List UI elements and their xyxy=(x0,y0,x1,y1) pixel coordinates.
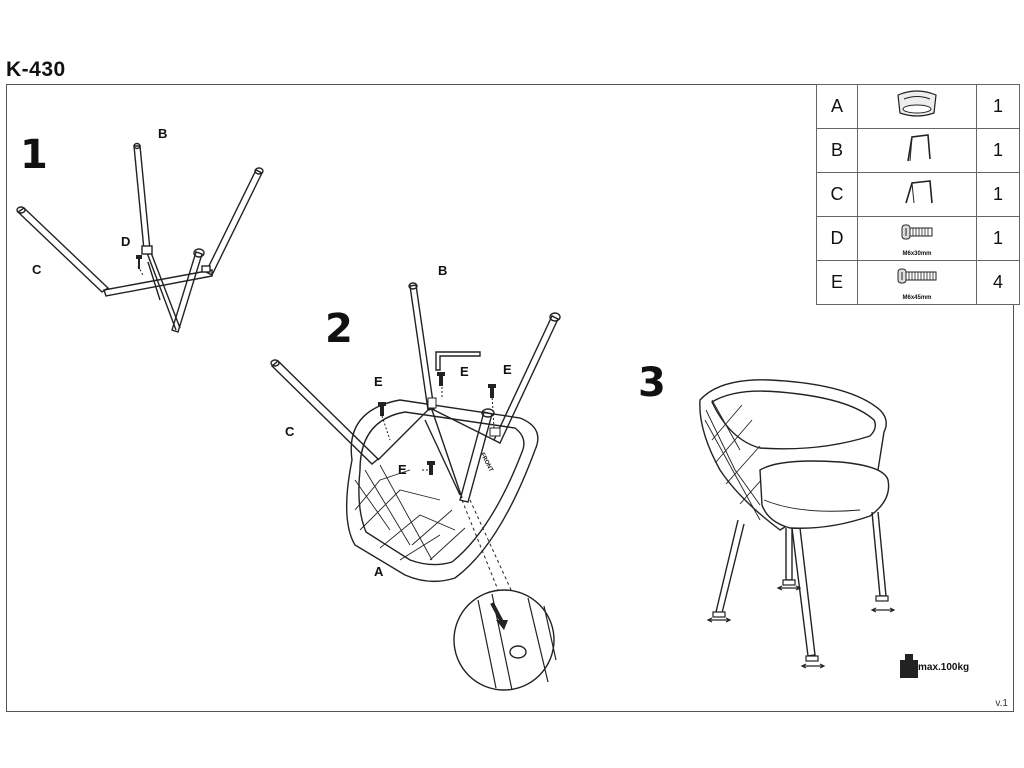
leg-frame-icon xyxy=(857,172,977,217)
label-a: A xyxy=(374,564,384,579)
label-e: E xyxy=(460,364,469,379)
part-letter: C xyxy=(816,172,858,217)
label-b: B xyxy=(438,263,448,278)
version-label: v.1 xyxy=(995,698,1008,709)
parts-row: D M6x30mm 1 xyxy=(816,216,1020,261)
part-quantity: 1 xyxy=(976,216,1020,261)
screw-e-icon xyxy=(378,372,496,475)
insert-arrow-icon xyxy=(490,602,508,630)
label-e: E xyxy=(398,462,407,477)
step-number-2: 2 xyxy=(325,306,353,352)
part-quantity: 1 xyxy=(976,172,1020,217)
parts-row: A 1 xyxy=(816,84,1020,129)
part-letter: D xyxy=(816,216,858,261)
part-letter: E xyxy=(816,260,858,305)
document-title: K-430 xyxy=(6,58,66,81)
step-number-1: 1 xyxy=(20,132,48,178)
label-d: D xyxy=(121,234,131,249)
bolt-spec-label: M6x45mm xyxy=(902,295,932,301)
part-letter: A xyxy=(816,84,858,129)
part-quantity: 4 xyxy=(976,260,1020,305)
step-number-3: 3 xyxy=(638,360,666,406)
bolt-icon: M6x30mm xyxy=(857,216,977,261)
bolt-icon: M6x45mm xyxy=(857,260,977,305)
weight-icon xyxy=(900,654,918,678)
bolt-spec-label: M6x30mm xyxy=(902,251,932,257)
max-load-label: max.100kg xyxy=(918,662,970,673)
part-letter: B xyxy=(816,128,858,173)
parts-row: B 1 xyxy=(816,128,1020,173)
label-c: C xyxy=(32,262,42,277)
label-e: E xyxy=(503,362,512,377)
label-b: B xyxy=(158,126,168,141)
parts-table: A 1 B 1 C 1 D xyxy=(816,84,1020,305)
parts-row: E M6x45mm 4 xyxy=(816,260,1020,305)
leg-frame-icon xyxy=(857,128,977,173)
floor-glide-icon xyxy=(706,579,896,669)
screw-d-icon xyxy=(136,255,142,269)
label-e: E xyxy=(374,374,383,389)
drawing-frame xyxy=(6,84,1014,712)
part-quantity: 1 xyxy=(976,84,1020,129)
parts-row: C 1 xyxy=(816,172,1020,217)
label-c: C xyxy=(285,424,295,439)
